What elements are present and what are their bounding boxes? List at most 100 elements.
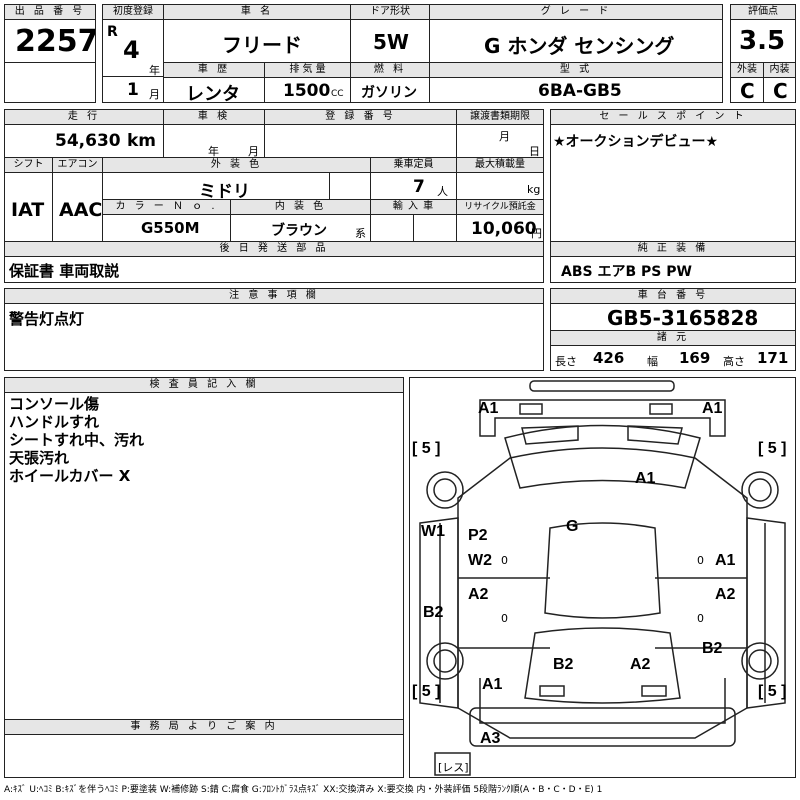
color-no: G550M	[141, 219, 200, 237]
fuel-cell: ガソリン	[350, 77, 430, 103]
exterior-grade-header: 外装	[730, 62, 764, 78]
spec-width: 169	[679, 349, 711, 367]
shift: IAT	[11, 199, 45, 221]
damage-mark: A2	[715, 586, 736, 603]
interior-grade-header: 内装	[763, 62, 796, 78]
grade: G ホンダ センシング	[484, 34, 675, 58]
capacity-unit: 人	[437, 185, 448, 198]
ext-color-blank	[329, 172, 371, 200]
inspection-cell: 年 月	[163, 124, 265, 158]
model-code: 6BA-GB5	[538, 81, 622, 101]
max-load-cell: kg	[456, 172, 544, 200]
damage-mark: A2	[468, 586, 489, 603]
max-load-header: 最大積載量	[456, 157, 544, 173]
specs-header: 諸 元	[550, 330, 796, 346]
grade-cell: G ホンダ センシング	[429, 19, 723, 63]
spec-width-label: 幅	[647, 355, 658, 368]
fuel-header: 燃 料	[350, 62, 430, 78]
later-items-cell: 保証書 車両取説	[4, 256, 544, 283]
model-code-header: 型 式	[429, 62, 723, 78]
specs-cell: 長さ 426 幅 169 高さ 171	[550, 345, 796, 371]
caution: 警告灯点灯	[9, 310, 85, 328]
lot-number: 2257	[15, 24, 96, 59]
later-items: 保証書 車両取説	[9, 262, 120, 280]
inspector-cell: コンソール傷 ハンドルすれ シートすれ中、汚れ 天張汚れ ホイールカバー X	[4, 392, 404, 720]
car-name-cell: フリード	[163, 19, 351, 63]
int-color-header: 内 装 色	[230, 199, 371, 215]
equipment-header: 純 正 装 備	[550, 241, 796, 257]
first-reg-era: R	[107, 24, 118, 40]
spec-length-label: 長さ	[555, 355, 577, 368]
displacement-cell: 1500 CC	[264, 77, 351, 103]
displacement-unit: CC	[331, 89, 344, 99]
inspector-line: シートすれ中、汚れ	[9, 431, 145, 449]
equipment-cell: ABS エアB PS PW	[550, 256, 796, 283]
damage-mark: B2	[553, 656, 574, 673]
inspector-line: コンソール傷	[9, 395, 100, 413]
mileage-header: 走 行	[4, 109, 164, 125]
damage-mark: W2	[468, 552, 492, 569]
aircon-cell: AAC	[52, 172, 103, 242]
recycle-cell: 10,060 円	[456, 214, 544, 242]
car-name-header: 車 名	[163, 4, 351, 20]
history-header: 車 歴	[163, 62, 265, 78]
first-reg-year: 4	[123, 36, 140, 64]
inspector-line: 天張汚れ	[9, 449, 70, 467]
inspection-year-unit: 年	[208, 145, 219, 158]
chassis-cell: GB5-3165828	[550, 303, 796, 331]
inspector-line: ハンドルすれ	[9, 413, 100, 431]
office-header: 事 務 局 よ り ご 案 内	[4, 719, 404, 735]
spec-height: 171	[757, 349, 789, 367]
spec-length: 426	[593, 349, 625, 367]
score-cell: 3.5	[730, 19, 796, 63]
ext-color: ミドリ	[199, 182, 250, 200]
sales-point-cell: ★オークションデビュー★	[550, 124, 796, 242]
capacity: 7	[413, 177, 425, 197]
first-reg-cell: R 4 年	[102, 19, 164, 77]
caution-header: 注 意 事 項 欄	[4, 288, 544, 304]
inspection-header: 車 検	[163, 109, 265, 125]
first-reg-month-unit: 月	[149, 88, 160, 101]
caution-cell: 警告灯点灯	[4, 303, 544, 371]
inspection-month-unit: 月	[248, 145, 259, 158]
car-outline-diagram	[419, 380, 786, 776]
transfer-deadline-month-unit: 月	[499, 130, 510, 143]
tire-front-right-depth: [ 5 ]	[758, 440, 787, 457]
tire-rear-right-depth: [ 5 ]	[758, 683, 787, 700]
inspector-line: ホイールカバー X	[9, 467, 131, 485]
int-color: ブラウン	[271, 223, 327, 239]
door-type: 5W	[373, 30, 409, 54]
history: レンタ	[186, 84, 240, 103]
reg-number-cell	[264, 124, 457, 158]
mileage: 54,630	[55, 131, 121, 151]
lot-header: 出 品 番 号	[4, 4, 96, 20]
transfer-deadline-header: 譲渡書類期限	[456, 109, 544, 125]
fuel: ガソリン	[361, 85, 417, 101]
exterior-grade-cell: C	[730, 77, 764, 103]
shift-header: シフト	[4, 157, 53, 173]
recycle-header: リサイクル預託金	[456, 199, 544, 215]
import-cell-a	[370, 214, 414, 242]
color-no-header: カ ラ ー Ｎ ｏ .	[102, 199, 231, 215]
history-cell: レンタ	[163, 77, 265, 103]
office-cell	[4, 734, 404, 778]
damage-mark: A1	[478, 400, 499, 417]
aircon-header: エアコン	[52, 157, 103, 173]
damage-mark: A1	[702, 400, 723, 417]
damage-mark: A2	[630, 656, 651, 673]
chassis-number: GB5-3165828	[607, 306, 759, 330]
damage-mark: A1	[635, 470, 656, 487]
lot-blank	[4, 62, 96, 103]
recycle-unit: 円	[531, 227, 542, 240]
damage-diagram: [ 5 ] [ 5 ] [ 5 ] [ 5 ] [レス] A1 A1 A1 G …	[409, 377, 796, 778]
spare-tire-label: [レス]	[438, 761, 469, 774]
tire-front-left-depth: [ 5 ]	[412, 440, 441, 457]
damage-mark: B2	[702, 640, 723, 657]
damage-mark: 0	[697, 612, 704, 625]
color-no-cell: G550M	[102, 214, 231, 242]
import-cell-b	[413, 214, 457, 242]
interior-grade: C	[773, 79, 788, 103]
damage-mark: 0	[501, 612, 508, 625]
int-color-cell: ブラウン 系	[230, 214, 371, 242]
damage-mark: 0	[501, 554, 508, 567]
